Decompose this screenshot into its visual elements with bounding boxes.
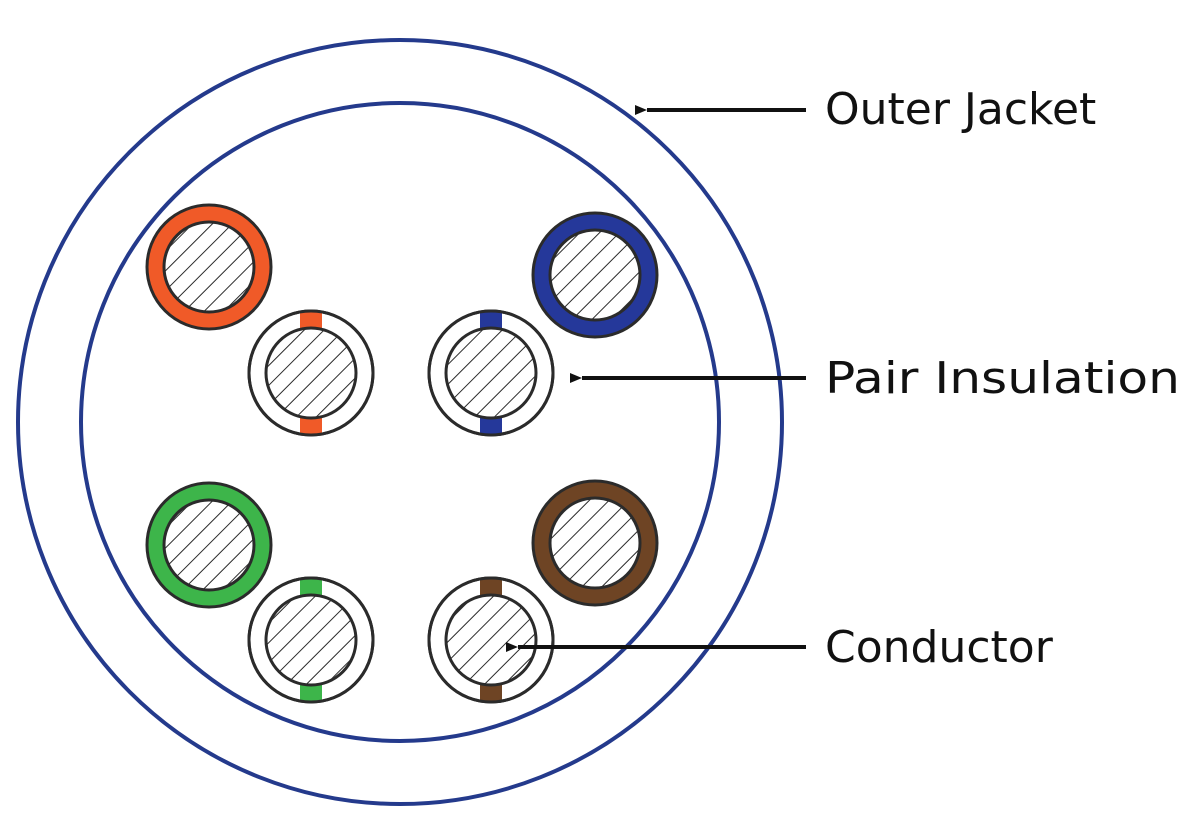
- outer-jacket-label: Outer Jacket: [825, 84, 1096, 135]
- conductor-blue-solid: [548, 228, 642, 322]
- wire-pair-orange: [145, 203, 375, 437]
- striped-wire-orange: [247, 309, 375, 437]
- striped-wire-green: [247, 576, 375, 704]
- conductor-green-striped: [264, 593, 358, 687]
- conductor-green-solid: [162, 498, 256, 592]
- solid-wire-green: [145, 481, 273, 609]
- conductor-brown-striped: [444, 593, 538, 687]
- conductor-label: Conductor: [825, 622, 1054, 673]
- solid-wire-blue: [531, 211, 659, 339]
- conductor-orange-solid: [162, 220, 256, 314]
- wire-pair-blue: [427, 211, 659, 437]
- solid-wire-brown: [531, 479, 659, 607]
- wire-pair-brown: [427, 479, 659, 704]
- pair-insulation-label: Pair Insulation: [825, 353, 1180, 404]
- striped-wire-blue: [427, 309, 555, 437]
- striped-wire-brown: [427, 576, 555, 704]
- wire-pair-green: [145, 481, 375, 704]
- conductor-orange-striped: [264, 326, 358, 420]
- conductor-blue-striped: [444, 326, 538, 420]
- outer-jacket-outer-ring: [16, 38, 784, 806]
- conductor-brown-solid: [548, 496, 642, 590]
- solid-wire-orange: [145, 203, 273, 331]
- outer-jacket-inner-ring: [79, 101, 721, 743]
